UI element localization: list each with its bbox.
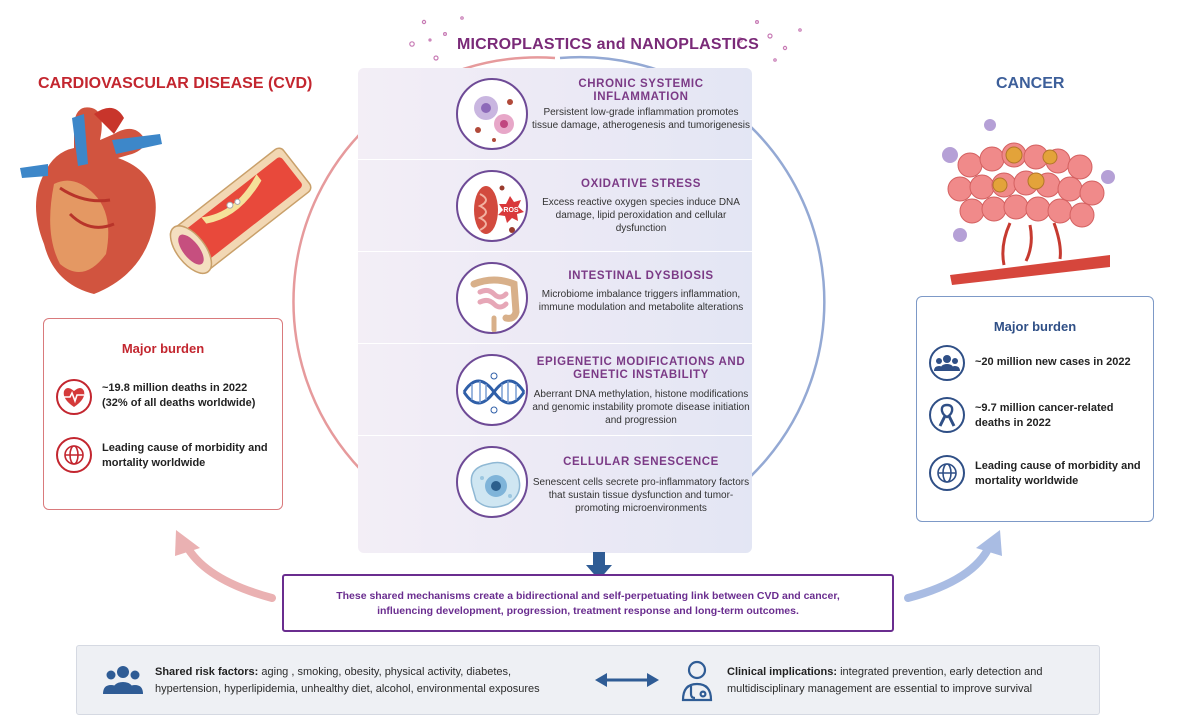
senescent-cell-icon [456, 446, 528, 518]
mechanism-description: Excess reactive oxygen species induce DN… [542, 197, 740, 234]
heart-pulse-icon [56, 379, 92, 415]
clinical-label: Clinical implications: [727, 666, 838, 678]
mechanism-title: CHRONIC SYSTEMIC INFLAMMATION [578, 78, 704, 103]
cancer-burden-box: Major burden ~20 million new cases in 20… [916, 296, 1154, 522]
mitochondria-ros-icon: ROS [456, 170, 528, 242]
mechanisms-panel [358, 68, 752, 553]
cancer-return-arrow [904, 541, 994, 602]
doctor-icon [681, 660, 713, 702]
people-icon [103, 666, 143, 694]
globe-icon [929, 455, 965, 491]
mechanism-description: Persistent low-grade inflammation promot… [532, 107, 750, 131]
cancer-cases-text: ~20 million new cases in 2022 [975, 356, 1131, 368]
cvd-burden-box: Major burden ~19.8 million deaths in 202… [43, 318, 283, 510]
mechanism-title: OXIDATIVE STRESS [581, 178, 701, 190]
globe-icon [56, 437, 92, 473]
cancer-deaths-text: ~9.7 million cancer-related deaths in 20… [975, 402, 1114, 429]
mechanism-row-senescence: CELLULAR SENESCENCE Senescent cells secr… [358, 436, 752, 528]
bidirectional-arrow-icon [595, 673, 659, 687]
main-title: MICROPLASTICS and NANOPLASTICS [456, 36, 759, 53]
mechanism-title: EPIGENETIC MODIFICATIONS AND GENETIC INS… [536, 356, 746, 381]
bottom-summary-bar: Shared risk factors: aging , smoking, ob… [76, 645, 1100, 715]
risk-factors-text: Shared risk factors: aging , smoking, ob… [155, 666, 540, 695]
cancer-ribbon-icon [929, 397, 965, 433]
mechanism-description: Senescent cells secrete pro-inflammatory… [532, 477, 750, 514]
cvd-return-arrow [182, 541, 276, 602]
ros-label: ROS [503, 207, 519, 214]
mechanism-title: INTESTINAL DYSBIOSIS [568, 270, 714, 282]
intestine-icon [456, 262, 528, 334]
cvd-leading-cause-text: Leading cause of morbidity and mortality… [102, 442, 268, 469]
cancer-burden-title: Major burden [993, 319, 1077, 334]
mechanism-row-inflammation: CHRONIC SYSTEMIC INFLAMMATION Persistent… [358, 68, 752, 160]
mechanism-description: Microbiome imbalance triggers inflammati… [538, 289, 744, 313]
artery-illustration [169, 147, 312, 275]
mechanism-row-epigenetic: EPIGENETIC MODIFICATIONS AND GENETIC INS… [358, 344, 752, 436]
mechanism-row-oxidative: ROS OXIDATIVE STRESS Excess reactive oxy… [358, 160, 752, 252]
cvd-deaths-text: ~19.8 million deaths in 2022 (32% of all… [102, 382, 256, 409]
mechanism-title: CELLULAR SENESCENCE [563, 456, 719, 468]
cvd-title: CARDIOVASCULAR DISEASE (CVD) [38, 75, 313, 92]
down-arrow-icon [586, 552, 612, 580]
heart-illustration [20, 107, 162, 294]
tumor-illustration [942, 119, 1115, 285]
statement-text: These shared mechanisms create a bidirec… [336, 590, 840, 617]
cvd-burden-title: Major burden [121, 341, 205, 356]
clinical-implications-text: Clinical implications: integrated preven… [727, 666, 1043, 695]
mechanism-row-dysbiosis: INTESTINAL DYSBIOSIS Microbiome imbalanc… [358, 252, 752, 344]
mechanism-description: Aberrant DNA methylation, histone modifi… [532, 389, 750, 426]
particles [409, 16, 802, 62]
risk-factors-label: Shared risk factors: [155, 666, 259, 678]
people-group-icon [929, 345, 965, 381]
shared-mechanisms-statement: These shared mechanisms create a bidirec… [282, 574, 894, 632]
dna-icon [456, 354, 528, 426]
immune-cells-icon [456, 78, 528, 150]
cancer-leading-cause-text: Leading cause of morbidity and mortality… [975, 460, 1141, 487]
cancer-title: CANCER [996, 75, 1065, 92]
